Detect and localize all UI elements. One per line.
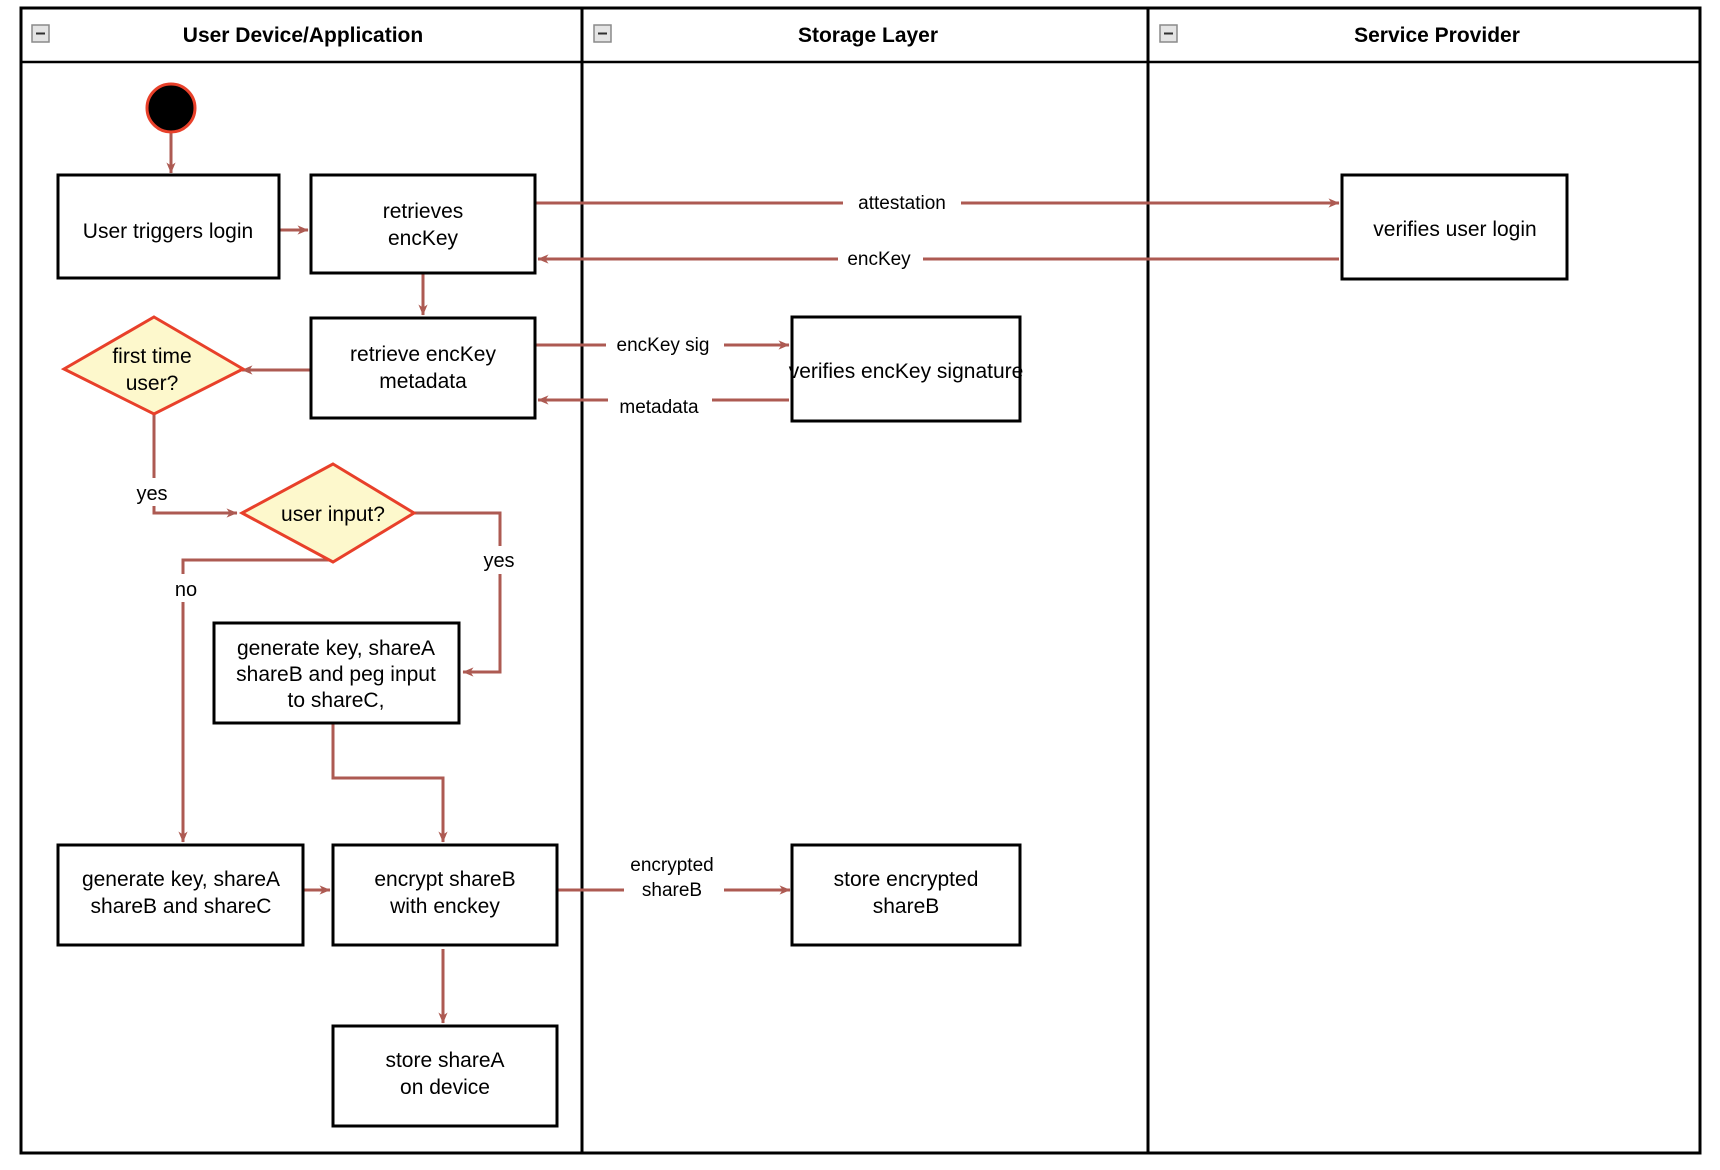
node-label-line1: encrypt shareB [374,868,515,891]
node-generate-peg[interactable]: generate key, shareA shareB and peg inpu… [212,621,461,725]
node-start[interactable] [145,82,197,134]
node-label-line1: store encrypted [834,868,979,891]
lane-title-service-provider: Service Provider [1354,24,1520,47]
edge-labels-front: attestation encKey encKey sig metadata e… [136,193,945,901]
edge-label-encrypted-line2-text: shareB [642,880,702,901]
branch-label-yes-firsttime-text: yes [136,483,167,505]
lane-title-storage-layer: Storage Layer [798,24,938,47]
collapse-minus-icon[interactable] [593,24,612,43]
node-label-line2: with enckey [389,895,500,918]
node-store-sharea[interactable]: store shareA on device [331,1024,559,1128]
node-label-line1: store shareA [385,1049,504,1072]
node-store-encrypted-shareb[interactable]: store encrypted shareB [790,843,1022,947]
collapse-minus-icon[interactable] [31,24,50,43]
lane-header-service-provider[interactable]: Service Provider [1159,24,1520,47]
node-label-line2: shareB [873,895,940,918]
edge-labels: attestation encKey encKey sig metadata e… [136,193,945,901]
node-retrieves-enckey[interactable]: retrieves encKey [309,173,537,275]
node-label-line1: retrieves [383,200,464,223]
node-label-line1: first time [112,345,191,368]
node-label-line2: shareB and peg input [236,663,436,686]
node-label-line1: retrieve encKey [350,343,496,366]
branch-label-yes-userinput-text: yes [483,550,514,572]
swimlane-frame [19,6,1702,1155]
node-label-line2: on device [400,1076,490,1099]
node-label: verifies encKey signature [789,360,1024,383]
edge-label-metadata-text: metadata [619,397,699,418]
edge-label-enckey-text: encKey [847,249,911,270]
label-backings [126,190,961,902]
edge-peg-to-encrypt [331,723,448,843]
node-retrieve-enckey-metadata[interactable]: retrieve encKey metadata [309,316,537,420]
edge-userinput-yes [413,511,502,677]
node-user-triggers-login[interactable]: User triggers login [56,173,281,280]
node-label-line1: generate key, shareA [237,637,435,660]
node-user-input[interactable]: user input? [238,462,417,564]
node-first-time-user[interactable]: first time user? [60,315,247,416]
node-label-line2: shareB and shareC [91,895,272,918]
collapse-minus-icon[interactable] [1159,24,1178,43]
node-label-line2: encKey [388,227,459,250]
node-generate-shares[interactable]: generate key, shareA shareB and shareC [56,843,305,947]
lane-title-user-device: User Device/Application [183,24,423,47]
node-label: verifies user login [1373,218,1536,241]
node-encrypt-shareb[interactable]: encrypt shareB with enckey [331,843,559,947]
lane-header-storage-layer[interactable]: Storage Layer [593,24,938,47]
node-verifies-user-login[interactable]: verifies user login [1340,173,1569,281]
node-label-line1: generate key, shareA [82,868,280,891]
node-label-line3: to shareC, [288,689,385,712]
node-label-line2: metadata [379,370,467,393]
edge-firsttime-yes [152,413,238,518]
edge-label-encrypted-line1-text: encrypted [630,855,713,876]
node-label-line2: user? [126,372,179,395]
lane-header-user-device[interactable]: User Device/Application [31,24,423,47]
node-verifies-enckey-signature[interactable]: verifies encKey signature [789,315,1024,423]
branch-label-no-userinput-text: no [175,579,197,601]
edge-userinput-no [178,558,333,843]
edge-label-attestation-text: attestation [858,193,946,214]
node-label: User triggers login [83,220,253,243]
node-label: user input? [281,503,385,526]
edge-label-enckey-sig-text: encKey sig [617,335,710,356]
